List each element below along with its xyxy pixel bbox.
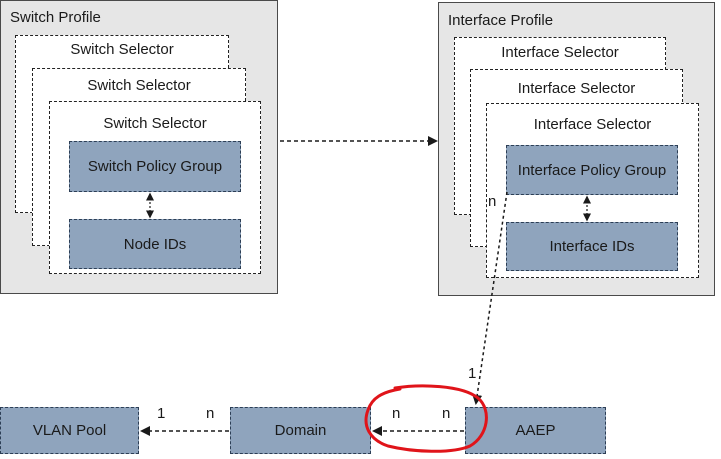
interface-ids-label: Interface IDs — [549, 238, 635, 255]
vlan-pool-label: VLAN Pool — [32, 422, 107, 439]
domain-aaep-cardinality-right: n — [442, 405, 451, 422]
interface-profile-title: Interface Profile — [448, 12, 554, 29]
vlan-pool-box: VLAN Pool — [0, 407, 139, 454]
policy-group-to-aaep-arrow — [472, 191, 508, 405]
interface-selector-1-label: Interface Selector — [501, 44, 619, 61]
switch-selector-2-label: Switch Selector — [87, 77, 191, 94]
red-highlight-circle — [364, 384, 488, 453]
vlan-domain-cardinality-n: n — [206, 405, 215, 422]
domain-label: Domain — [274, 422, 327, 439]
domain-box: Domain — [230, 407, 371, 454]
interface-ids-box: Interface IDs — [506, 222, 678, 271]
aaep-label: AAEP — [515, 422, 556, 439]
interface-policy-group-label: Interface Policy Group — [517, 161, 667, 179]
interface-policy-group-box: Interface Policy Group — [506, 145, 678, 195]
switch-selector-3-label: Switch Selector — [103, 115, 207, 132]
interface-policy-group-cardinality: n — [488, 193, 497, 210]
switch-profile-title: Switch Profile — [10, 9, 101, 26]
aaep-box: AAEP — [465, 407, 606, 454]
aaep-interface-cardinality: 1 — [468, 365, 477, 382]
switch-selector-1-label: Switch Selector — [70, 41, 174, 58]
node-ids-label: Node IDs — [123, 235, 187, 253]
domain-aaep-cardinality-left: n — [392, 405, 401, 422]
interface-selector-3-label: Interface Selector — [533, 116, 652, 133]
interface-selector-2-label: Interface Selector — [517, 80, 636, 97]
node-ids-box: Node IDs — [69, 219, 241, 269]
switch-policy-group-box: Switch Policy Group — [69, 141, 241, 192]
vlan-domain-cardinality-1: 1 — [157, 405, 166, 422]
switch-policy-group-label: Switch Policy Group — [87, 158, 223, 175]
